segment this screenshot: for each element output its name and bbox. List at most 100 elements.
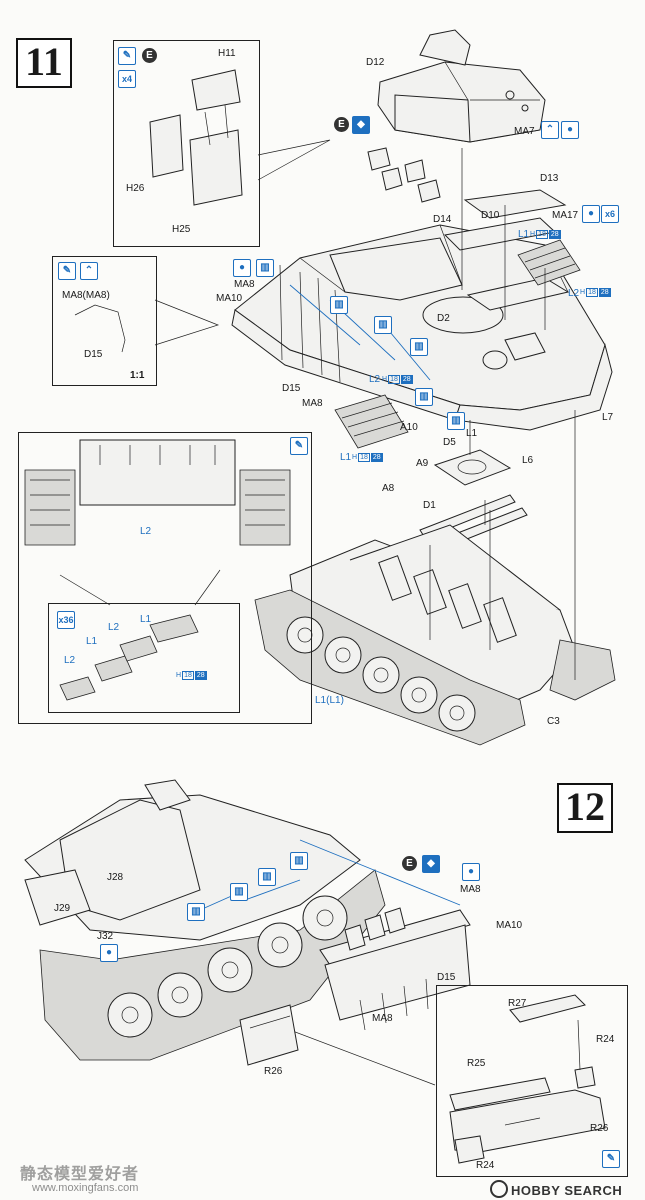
step-number-11: 11 [16,38,72,88]
quantity-badge: x36 [57,611,75,629]
label-r26: R26 [264,1066,283,1077]
cement-icon: ▥ [330,296,348,314]
label-d15: D15 [282,383,301,394]
label-l1-right: L1 [466,428,478,439]
paint-icon: ● [462,863,480,881]
inset-h-parts-drawing [149,69,243,206]
glue-icon: ✎ [118,47,136,65]
glue-icon: ✎ [290,437,308,455]
label-l6: L6 [522,455,534,466]
label-a10: A10 [400,422,418,433]
cement-icon: ▥ [447,412,465,430]
label-l1-sub-b: L1 [86,636,98,647]
inset-tracks-sub [48,603,240,713]
label-r27: R27 [508,998,527,1009]
label-c3: C3 [547,716,560,727]
label-r26-inset: R26 [590,1123,609,1134]
label-r25: R25 [467,1058,486,1069]
label-d12: D12 [366,57,385,68]
label-l7: L7 [602,412,614,423]
e-sprue-badge: E [142,48,157,63]
label-r24: R24 [596,1034,615,1045]
inset-tracks-drawing [24,439,291,701]
label-l2-mid: L2 [369,374,381,385]
label-a9: A9 [416,458,429,469]
hull-upper [231,224,613,431]
turret-d12 [377,29,546,143]
step12-hull-drawing [24,779,471,1061]
inset-ma8-drawing [74,304,126,353]
label-ma10: MA10 [216,293,243,304]
label-l1-top: L1 [518,229,530,240]
brand-logo: HOBBY SEARCH [490,1180,622,1198]
label-l2-sub-a: L2 [108,622,120,633]
label-l2-top: L2 [568,288,580,299]
cement-icon: ▥ [290,852,308,870]
inset-r-parts-drawing [449,994,606,1164]
label-a8: A8 [382,483,395,494]
label-j32: J32 [97,931,114,942]
paint-icon: ● [100,944,118,962]
vent-plate-d5 [433,449,512,486]
step-number-12: 12 [557,783,613,833]
label-d10: D10 [481,210,500,221]
paint-icon: ● [561,121,579,139]
label-l1-sub-a: L1 [140,614,152,625]
quantity-badge-x6: x6 [601,205,619,223]
label-ma8-ma8: MA8(MA8) [62,290,110,301]
inset-r-parts [436,985,628,1177]
label-ma8-b: MA8 [302,398,323,409]
label-h25: H25 [172,224,191,235]
label-r24-inset: R24 [476,1160,495,1171]
label-d2: D2 [437,313,450,324]
watermark-text: 静态模型爱好者 [20,1166,140,1183]
part-r26-drawing [239,1004,299,1066]
label-l2-inset: L2 [140,526,152,537]
scale-label: 1:1 [130,370,145,381]
label-d1: D1 [423,500,436,511]
choose-option-icon: ◆ [352,116,370,134]
label-ma10-step12: MA10 [496,920,523,931]
assembly-arrows [279,148,576,680]
lower-hull-c3 [254,524,616,746]
cement-icon: ▥ [410,338,428,356]
inset-tracks [18,432,312,724]
quantity-badge: x4 [118,70,136,88]
glue-icon: ✎ [602,1150,620,1168]
label-ma17: MA17 [552,210,579,221]
e-sprue-badge-step12: E [402,856,417,871]
label-l2-sub-b: L2 [64,655,76,666]
label-d14: D14 [433,214,452,225]
label-j28: J28 [107,872,124,883]
watermark-site: www.moxingfans.com [32,1182,139,1194]
label-ma8-step12-b: MA8 [372,1013,393,1024]
label-d15-inset: D15 [84,349,103,360]
label-d13: D13 [540,173,559,184]
cement-icon: ▥ [187,903,205,921]
label-ma8: MA8 [234,279,255,290]
choose-option-icon: ◆ [422,855,440,873]
cement-icon: ▥ [230,883,248,901]
label-l1-l1: L1(L1) [315,695,344,706]
glue-icon: ✎ [58,262,76,280]
inset-h-parts [113,40,260,247]
label-h11: H11 [218,48,236,59]
label-l1-mid: L1 [340,452,352,463]
inset-ma8 [52,256,157,386]
label-j29: J29 [54,903,71,914]
track-links-l1l2 [334,239,581,449]
photo-etch-icon: ⌃ [80,262,98,280]
photo-etch-icon: ⌃ [541,121,559,139]
fender-brackets [367,147,441,203]
label-ma8-step12: MA8 [460,884,481,895]
label-ma7: MA7 [514,126,535,137]
paint-icon: ● [233,259,251,277]
paint-icon: ● [582,205,600,223]
e-sprue-badge-step11: E [334,117,349,132]
